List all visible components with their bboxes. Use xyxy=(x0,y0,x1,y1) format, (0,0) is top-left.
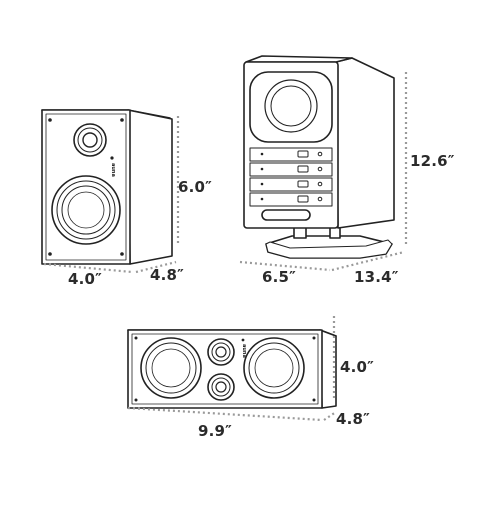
svg-text:auna: auna xyxy=(241,344,247,358)
screw-icon xyxy=(134,336,138,340)
tower-height-label: 12.6″ xyxy=(410,152,455,170)
tower-width-label: 6.5″ xyxy=(262,268,297,286)
woofer-icon xyxy=(243,337,305,399)
tweeter-icon xyxy=(207,338,235,366)
svg-text:auna: auna xyxy=(110,163,116,177)
tower-depth-label: 13.4″ xyxy=(354,268,399,286)
tower-speaker xyxy=(243,55,395,259)
bass-port-icon xyxy=(261,209,311,221)
center-height-label: 4.0″ xyxy=(340,358,375,376)
screw-icon xyxy=(48,118,52,122)
tweeter-icon xyxy=(73,123,107,157)
bookshelf-front-panel xyxy=(41,109,131,265)
bookshelf-speaker: auna xyxy=(41,109,173,265)
center-speaker: auna xyxy=(127,329,337,409)
center-dimension-lines xyxy=(127,316,337,422)
woofer-icon xyxy=(140,337,202,399)
center-depth-label: 4.8″ xyxy=(336,410,371,428)
brand-logo: auna xyxy=(110,156,116,177)
bookshelf-width-label: 4.0″ xyxy=(68,270,103,288)
bookshelf-depth-label: 4.8″ xyxy=(150,266,185,284)
control-panel xyxy=(249,147,333,207)
speaker-stand xyxy=(265,223,393,259)
bookshelf-dimension-lines xyxy=(43,116,180,274)
woofer-icon xyxy=(249,71,333,143)
screw-icon xyxy=(134,398,138,402)
tower-dimension-lines xyxy=(239,72,408,272)
screw-icon xyxy=(312,336,316,340)
midrange-icon xyxy=(207,373,235,401)
woofer-icon xyxy=(51,175,121,245)
screw-icon xyxy=(120,252,124,256)
screw-icon xyxy=(312,398,316,402)
tower-front-panel xyxy=(243,61,339,229)
bookshelf-height-label: 6.0″ xyxy=(178,178,213,196)
screw-icon xyxy=(120,118,124,122)
center-width-label: 9.9″ xyxy=(198,422,233,440)
brand-logo: auna xyxy=(241,338,247,358)
screw-icon xyxy=(48,252,52,256)
